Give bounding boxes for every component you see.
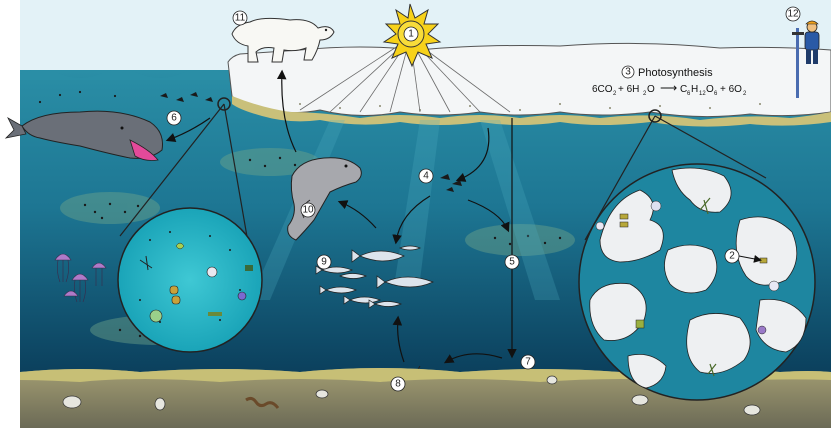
svg-text:6: 6 bbox=[171, 113, 177, 124]
marker-1: 1 bbox=[404, 27, 418, 41]
svg-text:+ 6H: + 6H bbox=[618, 84, 639, 95]
svg-text:11: 11 bbox=[235, 13, 246, 24]
svg-text:7: 7 bbox=[525, 357, 531, 368]
svg-text:H: H bbox=[691, 84, 698, 95]
svg-text:9: 9 bbox=[321, 257, 327, 268]
marker-9: 9 bbox=[317, 255, 331, 269]
marker-8: 8 bbox=[391, 377, 405, 391]
marker-6: 6 bbox=[167, 111, 181, 125]
svg-text:12: 12 bbox=[787, 9, 799, 20]
svg-text:O: O bbox=[706, 84, 714, 95]
marker-7: 7 bbox=[521, 355, 535, 369]
svg-text:6CO: 6CO bbox=[592, 84, 613, 95]
svg-text:10: 10 bbox=[302, 205, 314, 216]
svg-text:O: O bbox=[647, 84, 655, 95]
water-surface-wave bbox=[20, 70, 230, 80]
svg-text:4: 4 bbox=[423, 171, 429, 182]
svg-text:+ 6O: + 6O bbox=[720, 84, 742, 95]
svg-text:1: 1 bbox=[408, 29, 414, 40]
marker-4: 4 bbox=[419, 169, 433, 183]
marker-2: 2 bbox=[725, 249, 739, 263]
svg-text:⟶: ⟶ bbox=[660, 81, 677, 95]
sea-ice bbox=[228, 43, 831, 116]
marker-5: 5 bbox=[505, 255, 519, 269]
marker-10: 10 bbox=[301, 203, 315, 217]
marker-11: 11 bbox=[233, 11, 247, 25]
svg-text:5: 5 bbox=[509, 257, 515, 268]
svg-text:Photosynthesis: Photosynthesis bbox=[638, 67, 713, 79]
svg-text:2: 2 bbox=[729, 251, 735, 262]
marker-12: 12 bbox=[786, 7, 800, 21]
svg-text:8: 8 bbox=[395, 379, 401, 390]
svg-text:3: 3 bbox=[625, 67, 631, 78]
